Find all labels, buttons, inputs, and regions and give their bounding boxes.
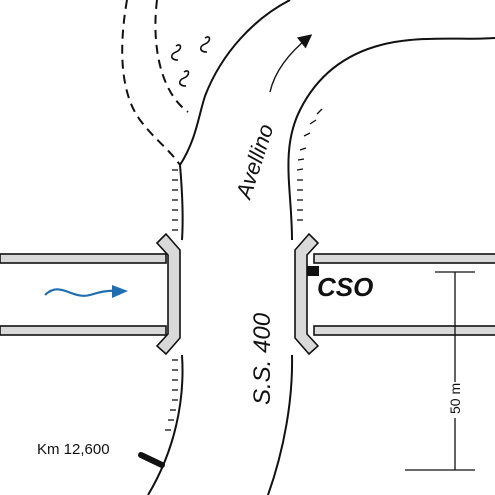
right-road-edge-lower	[267, 354, 294, 495]
right-headwall	[294, 232, 320, 356]
left-road-edge	[179, 0, 291, 166]
road-edges	[121, 0, 495, 495]
label-km: Km 12,600	[37, 441, 110, 458]
traffic-direction-icon	[269, 34, 313, 93]
right-slope-hatch	[296, 108, 323, 221]
left-embankment-edge	[121, 0, 181, 166]
label-cso: CSO	[317, 272, 373, 302]
label-avellino: Avellino	[230, 121, 278, 204]
cso-marker-icon	[307, 266, 319, 276]
flow-direction-icon	[44, 285, 128, 298]
right-road-edge	[287, 37, 495, 241]
right-channel	[313, 253, 495, 336]
left-road-edge-lower	[147, 354, 184, 495]
left-headwall	[155, 232, 181, 356]
scale-bar	[405, 271, 475, 471]
km-marker-icon	[138, 452, 165, 468]
upper-loop-dashed	[154, 0, 189, 113]
vegetation-icon	[170, 36, 211, 87]
left-slope-hatch	[165, 169, 178, 431]
label-scale: 50 m	[447, 383, 463, 414]
label-road: S.S. 400	[249, 312, 276, 405]
left-road-edge-mid	[179, 164, 184, 241]
left-channel	[0, 253, 167, 336]
